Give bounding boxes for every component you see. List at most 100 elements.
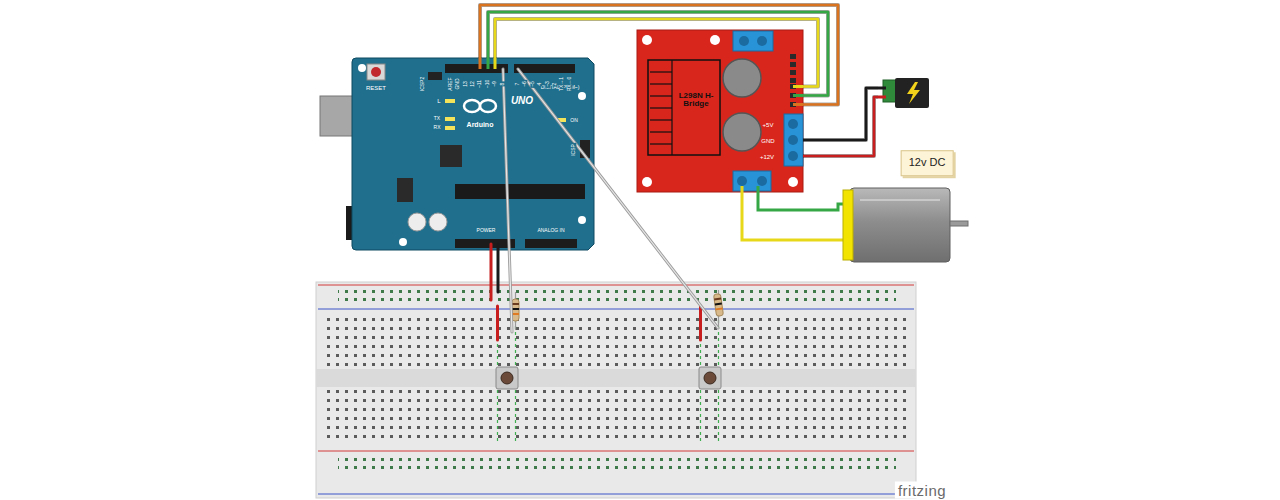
arduino-board: RESETICSP2LTXRXUNOArduinoONDIGITAL (PWM~… xyxy=(352,58,594,250)
pushbutton xyxy=(699,367,721,389)
dc-jack xyxy=(883,78,929,108)
motor-driver-board xyxy=(637,30,803,192)
microcontroller-chip xyxy=(455,184,585,199)
signal-wire xyxy=(518,69,718,328)
motor-driver-board: L298N H-Bridge+5VGND+12V xyxy=(637,30,803,192)
voltage-label: 12v DC xyxy=(901,150,954,176)
mounting-hole xyxy=(788,177,798,187)
board-label: ANALOG IN xyxy=(536,228,565,233)
heat-sink-fin xyxy=(650,107,672,108)
signal-wire xyxy=(518,69,718,328)
regulator xyxy=(397,178,413,202)
jumper-wire xyxy=(699,306,702,340)
wire-stub xyxy=(793,94,803,97)
mounting-hole xyxy=(399,238,407,246)
wire-outline xyxy=(803,88,878,140)
mounting-hole xyxy=(358,64,366,72)
wire-stub xyxy=(878,87,886,90)
pin-label: ~6 xyxy=(522,80,527,88)
header-pin xyxy=(790,54,796,59)
screw-terminal xyxy=(784,114,803,166)
screw xyxy=(739,36,749,46)
pin-label: GND xyxy=(455,77,460,90)
mounting-hole xyxy=(578,216,586,224)
led xyxy=(445,117,455,121)
pin-label: 8 xyxy=(500,82,505,87)
heat-sink xyxy=(648,60,720,155)
pin-header xyxy=(525,239,577,248)
mounting-hole xyxy=(578,92,586,100)
pin-label: 2 xyxy=(552,82,557,87)
resistor-band xyxy=(512,313,519,315)
motor-highlight xyxy=(860,199,940,201)
motor-driver-board xyxy=(637,30,803,192)
screw xyxy=(788,135,798,145)
heat-sink-fin xyxy=(650,72,672,144)
heat-sink-fin xyxy=(650,71,672,72)
breadboard-body xyxy=(316,282,916,498)
signal-wire xyxy=(503,69,512,332)
capacitor xyxy=(723,59,761,97)
screw xyxy=(788,119,798,129)
arduino-logo xyxy=(480,100,496,112)
breadboard-channel xyxy=(316,369,916,387)
rail-holes xyxy=(338,288,896,305)
heat-sink-fin xyxy=(650,95,672,96)
resistor-body xyxy=(512,299,519,321)
breadboard-holes xyxy=(326,313,911,367)
wire-stub xyxy=(494,58,497,69)
resistor-band xyxy=(715,302,722,305)
rail-holes xyxy=(338,455,896,472)
board-label: POWER xyxy=(476,228,497,233)
column-highlight xyxy=(497,390,498,442)
led xyxy=(445,126,455,130)
pin-header xyxy=(445,64,508,73)
rail-line xyxy=(318,285,914,286)
resistor-band xyxy=(714,298,721,301)
rail-line xyxy=(318,309,914,310)
watermark: fritzing xyxy=(895,482,949,499)
chip xyxy=(440,145,462,167)
jumper-wire xyxy=(803,97,878,156)
header-pin xyxy=(790,62,796,67)
board-label: RESET xyxy=(365,85,387,91)
signal-wire xyxy=(503,69,512,332)
screw-terminal xyxy=(733,31,773,51)
board-label: UNO xyxy=(510,96,534,107)
pin-label: 4 xyxy=(537,82,542,87)
board-label: ON xyxy=(569,118,579,123)
wire-stub xyxy=(878,96,886,99)
screw xyxy=(757,36,767,46)
motor-wire xyxy=(758,186,846,210)
jack-body xyxy=(895,78,929,108)
board-label: Arduino xyxy=(466,121,495,128)
board-label: L xyxy=(436,98,441,104)
heat-sink-fin xyxy=(650,119,672,120)
rail-line xyxy=(318,451,914,452)
header-pin xyxy=(790,70,796,75)
pin-label: TX→1 xyxy=(559,76,564,92)
jumper-wire xyxy=(495,19,818,87)
pushbutton-cap xyxy=(501,372,513,384)
wire-stub xyxy=(479,58,482,69)
wire-outline xyxy=(480,5,838,105)
wire-outline xyxy=(488,12,828,96)
header-pin xyxy=(790,78,796,83)
motor-body xyxy=(850,188,950,262)
power-wire xyxy=(490,244,493,300)
pushbutton-cap xyxy=(704,372,716,384)
terminal-label: +5V xyxy=(763,122,774,128)
wire-outline xyxy=(495,19,818,87)
jumper-wire xyxy=(496,306,499,340)
screw-terminal xyxy=(733,171,771,191)
heat-sink-fin xyxy=(650,131,672,132)
jumper-wire xyxy=(488,12,828,96)
mounting-hole xyxy=(642,177,652,187)
screw xyxy=(788,151,798,161)
icsp-header xyxy=(428,72,442,80)
resistor-body xyxy=(713,294,723,317)
pushbutton xyxy=(496,367,518,389)
breadboard-holes xyxy=(326,389,911,443)
